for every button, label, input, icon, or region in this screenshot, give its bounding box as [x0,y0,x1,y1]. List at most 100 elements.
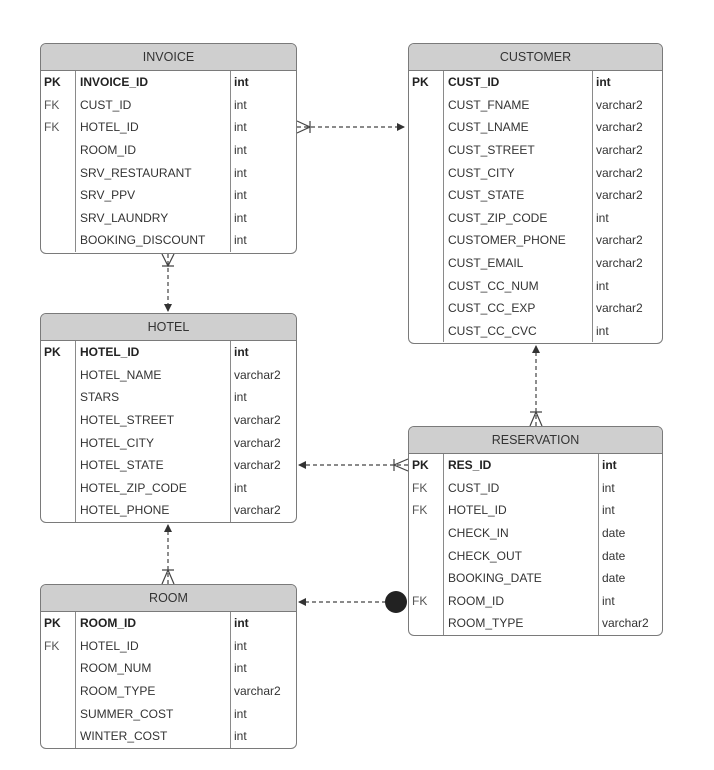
field-row: FK HOTEL_ID int [41,116,296,139]
field-type: int [234,729,247,744]
field-key: FK [44,120,60,135]
field-type: int [234,120,247,135]
field-row: CUST_ZIP_CODE int [409,207,662,230]
rel-reservation-hotel [298,458,409,472]
field-name: HOTEL_PHONE [80,503,170,518]
field-name: HOTEL_ID [80,638,139,653]
field-name: CUST_STATE [448,188,525,203]
field-name: BOOKING_DATE [448,571,542,586]
field-name: CUST_ID [448,75,500,90]
field-row: ROOM_TYPE varchar2 [41,680,296,703]
field-type: varchar2 [596,97,643,112]
field-name: HOTEL_STREET [80,413,175,428]
field-type: date [602,571,626,586]
field-type: int [234,143,247,158]
field-name: ROOM_ID [80,143,137,158]
field-name: CUST_ID [448,480,500,495]
column-divider [75,341,76,522]
field-type: varchar2 [234,684,281,699]
field-name: CUST_CC_NUM [448,278,539,293]
field-type: varchar2 [234,367,281,382]
field-name: STARS [80,390,120,405]
field-name: INVOICE_ID [80,75,149,90]
field-name: SRV_LAUNDRY [80,210,169,225]
field-key: FK [44,97,60,112]
field-key: FK [412,593,428,608]
entity-title-hotel: HOTEL [41,314,296,341]
field-name: HOTEL_NAME [80,367,162,382]
field-row: ROOM_ID int [41,139,296,162]
rel-room-hotel [161,524,175,585]
field-key: PK [44,616,61,631]
field-name: HOTEL_ID [448,503,507,518]
field-type: int [596,75,611,90]
field-name: HOTEL_ID [80,120,139,135]
field-type: varchar2 [234,458,281,473]
field-name: CUST_ZIP_CODE [448,210,548,225]
field-type: int [596,210,609,225]
field-type: int [602,593,615,608]
field-row: CUST_STATE varchar2 [409,184,662,207]
field-name: CUST_ID [80,97,132,112]
field-name: CUST_STREET [448,143,535,158]
field-row: HOTEL_NAME varchar2 [41,364,296,387]
field-name: CUST_CITY [448,165,515,180]
column-divider [598,454,599,635]
field-type: varchar2 [596,165,643,180]
entity-title-reservation: RESERVATION [409,427,662,454]
field-type: varchar2 [234,413,281,428]
field-name: ROOM_TYPE [80,684,156,699]
column-divider [75,71,76,252]
field-key: PK [44,75,61,90]
field-key: PK [412,458,429,473]
field-row: CUST_CC_EXP varchar2 [409,297,662,320]
field-name: CUST_LNAME [448,120,529,135]
field-type: int [596,323,609,338]
field-type: varchar2 [596,143,643,158]
field-type: int [234,188,247,203]
field-type: int [234,75,249,90]
field-name: CUST_CC_EXP [448,301,536,316]
field-name: ROOM_NUM [80,661,152,676]
field-row: CUST_LNAME varchar2 [409,116,662,139]
field-name: CHECK_OUT [448,548,523,563]
field-row: PK CUST_ID int [409,71,662,94]
field-key: FK [412,480,428,495]
field-type: varchar2 [596,301,643,316]
column-divider [443,454,444,635]
field-type: varchar2 [602,616,649,631]
field-name: ROOM_ID [80,616,137,631]
field-type: varchar2 [596,120,643,135]
field-key: PK [412,75,429,90]
field-name: HOTEL_STATE [80,458,164,473]
field-name: RES_ID [448,458,492,473]
field-name: SUMMER_COST [80,706,174,721]
column-divider [592,71,593,343]
field-key: FK [412,503,428,518]
column-divider [443,71,444,343]
field-type: varchar2 [596,188,643,203]
field-type: varchar2 [596,233,643,248]
column-divider [230,612,231,748]
field-row: PK INVOICE_ID int [41,71,296,94]
